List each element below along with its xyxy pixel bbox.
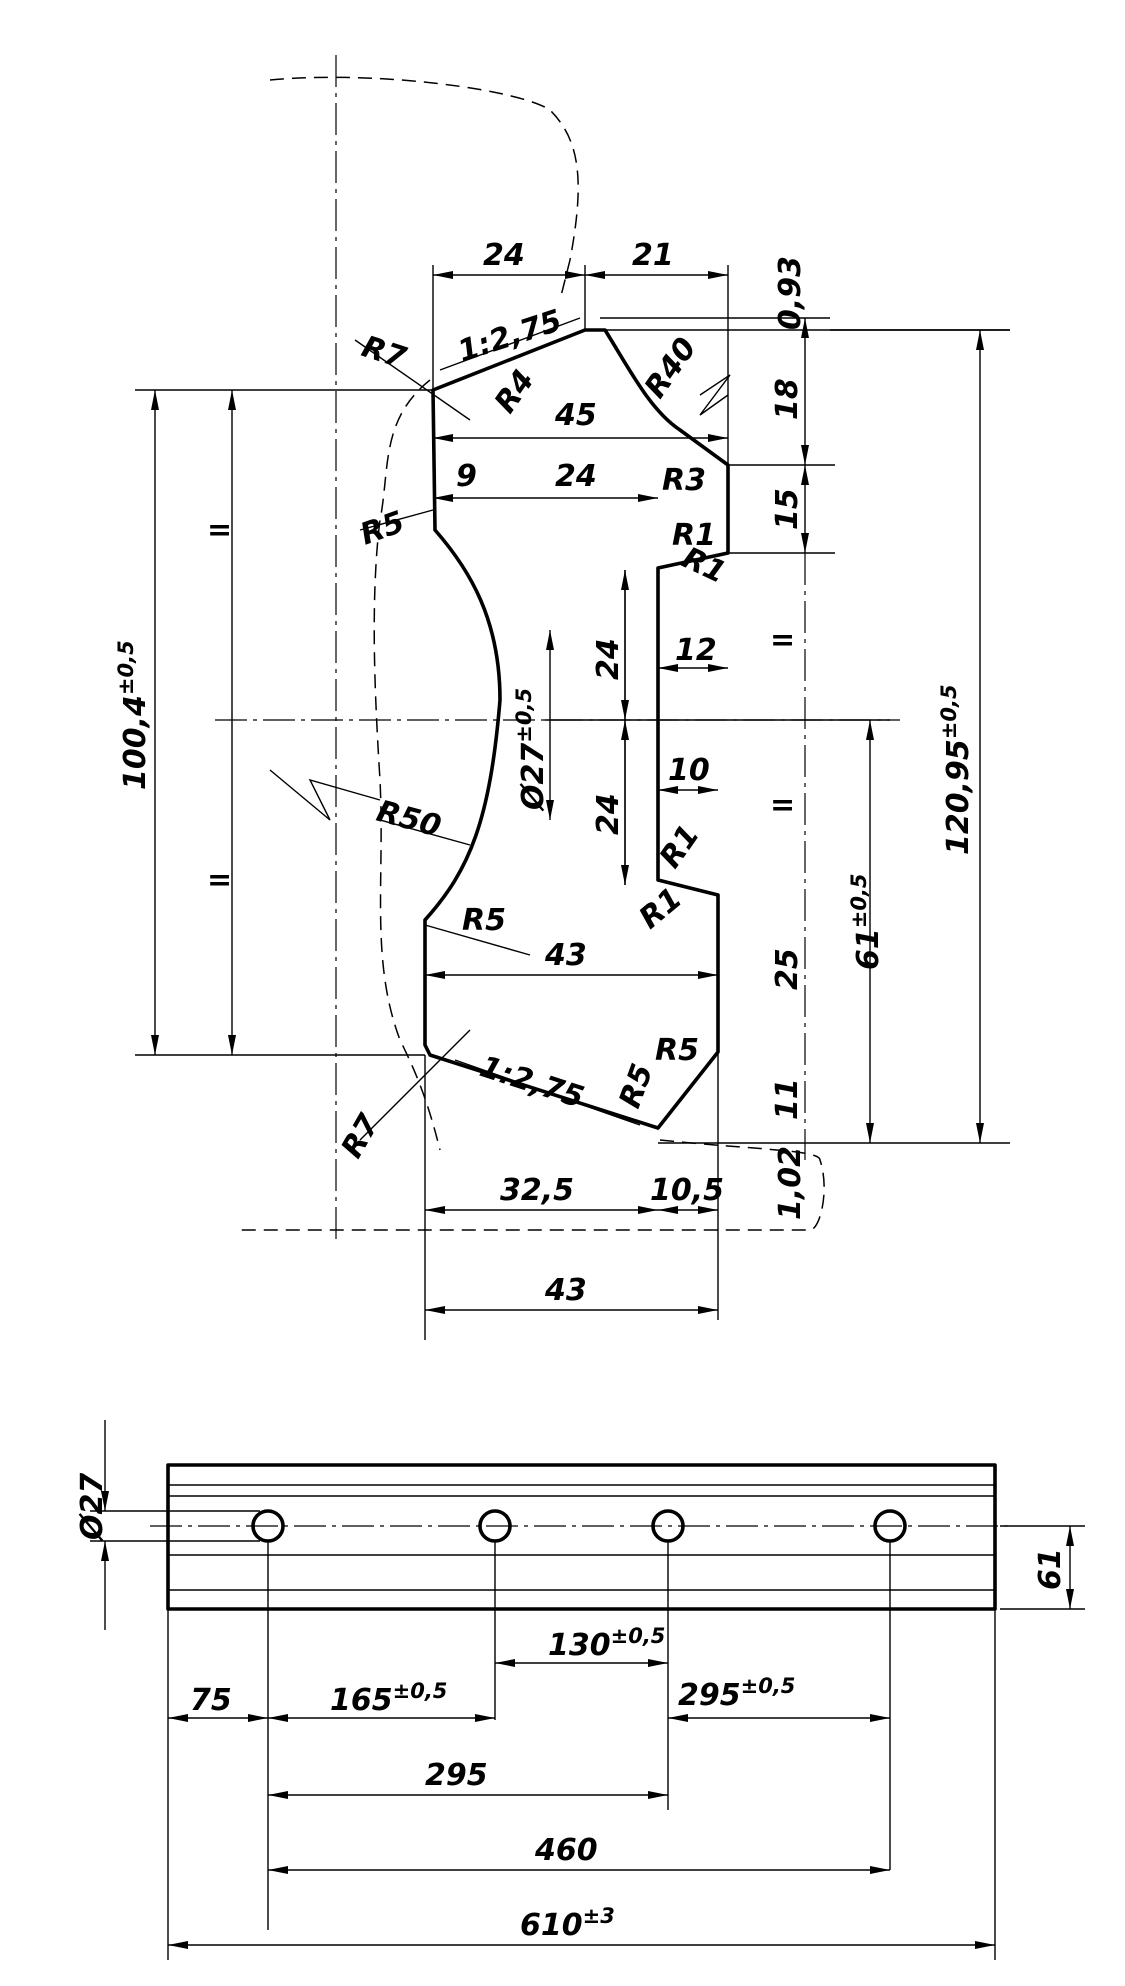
radius-r5-right: R5 <box>655 1033 699 1068</box>
phantom-outline <box>240 76 825 1231</box>
dim-18: 18 <box>770 378 805 420</box>
dim-11: 11 <box>770 1078 805 1120</box>
dim-45: 45 <box>554 398 597 433</box>
radius-r1-c: R1 <box>653 818 707 874</box>
dim-10: 10 <box>668 753 710 788</box>
radius-r40: R40 <box>638 331 704 404</box>
section-view: 24 21 0,93 18 15 = = 25 11 1,02 120,95±0… <box>114 55 1010 1340</box>
plan-height-61: 61 <box>1033 1548 1068 1590</box>
dim-15: 15 <box>770 488 805 530</box>
dim-43-bottom: 43 <box>544 1273 587 1308</box>
plan-dim-460: 460 <box>534 1833 598 1868</box>
dim-24-vert-b: 24 <box>591 793 626 835</box>
plan-hole-diameter: Ø27 <box>75 1473 110 1542</box>
dim-61-section: 61±0,5 <box>847 873 886 970</box>
dim-120-95: 120,95±0,5 <box>937 684 976 855</box>
dim-1-02: 1,02 <box>773 1146 808 1220</box>
plan-view: Ø27 61 130±0,5 75 165±0,5 295±0,5 295 46… <box>75 1420 1085 1960</box>
plan-dim-165: 165±0,5 <box>330 1679 447 1718</box>
dim-0-93: 0,93 <box>773 256 808 330</box>
dim-43-mid: 43 <box>544 938 587 973</box>
radius-r3: R3 <box>662 463 706 498</box>
dim-32-5: 32,5 <box>500 1173 574 1208</box>
radius-r50: R50 <box>373 794 445 845</box>
radius-r1-d: R1 <box>633 881 689 936</box>
plan-dim-610: 610±3 <box>520 1904 615 1943</box>
radius-r5-left: R5 <box>356 505 409 553</box>
dim-eq-left-a: = <box>207 513 232 548</box>
dim-25: 25 <box>770 948 805 990</box>
dim-100-4: 100,4±0,5 <box>114 640 153 790</box>
dim-eq-right-b: = <box>770 788 795 823</box>
plan-dim-295-right: 295±0,5 <box>678 1674 795 1713</box>
dim-9: 9 <box>456 459 477 494</box>
rail-plan-outline <box>166 1463 997 1611</box>
dim-diameter-27: Ø27±0,5 <box>512 688 551 812</box>
dim-10-5: 10,5 <box>650 1173 724 1208</box>
radius-r4: R4 <box>488 363 542 419</box>
dim-eq-left-b: = <box>207 863 232 898</box>
dim-12: 12 <box>675 633 717 668</box>
dim-top-24: 24 <box>483 238 525 273</box>
radius-r7-top: R7 <box>358 329 411 376</box>
plan-dim-75: 75 <box>190 1683 232 1718</box>
dim-eq-right-a: = <box>770 623 795 658</box>
plan-dim-295: 295 <box>425 1758 488 1793</box>
radius-r5-bot: R5 <box>613 1059 661 1112</box>
dim-top-21: 21 <box>632 238 674 273</box>
rail-profile <box>423 328 730 1130</box>
radius-r7-bot: R7 <box>335 1108 387 1164</box>
dim-24-vert-a: 24 <box>591 638 626 680</box>
radius-r5-mid: R5 <box>462 903 506 938</box>
radius-r1-a: R1 <box>672 518 716 553</box>
plan-dim-130: 130±0,5 <box>548 1624 665 1663</box>
dim-24-mid: 24 <box>555 459 597 494</box>
taper-bottom: 1:2,75 <box>476 1049 588 1115</box>
